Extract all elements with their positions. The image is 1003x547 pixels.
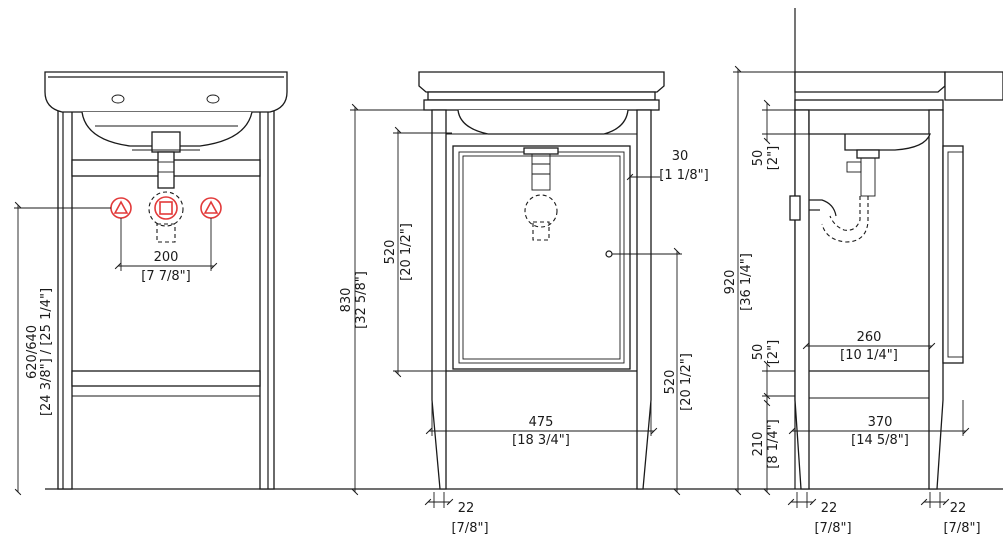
section-depth-mm: 260 [857,330,882,345]
front-supply-height: 620/640 [25,325,40,379]
side-knob-in: [20 1/2"] [679,353,694,411]
section-leg-left-in: [7/8"] [814,521,851,536]
side-view: 830 [32 5/8"] 520 [20 1/2"] 30 [1 1/8"] … [339,71,709,536]
front-view: 200 [7 7/8"] 620/640 [24 3/8"] / [25 1/4… [14,71,288,496]
side-width-mm: 475 [529,415,554,430]
section-view: 920 [36 1/4"] 50 [2"] 50 [2"] 210 [8 1/4… [723,8,1003,536]
front-supply-height-in: [24 3/8"] / [25 1/4"] [39,288,54,416]
section-top-gap-mm: 50 [751,150,766,167]
side-knob-mm: 520 [663,370,678,395]
front-spread-mm: 200 [154,250,179,265]
section-top-gap-in: [2"] [766,146,781,170]
section-overall-depth-in: [14 5/8"] [851,433,909,448]
section-height-in: [36 1/4"] [739,253,754,311]
section-bottom-mm: 210 [751,432,766,457]
section-depth-in: [10 1/4"] [840,348,898,363]
side-frame-in: [1 1/8"] [659,168,708,183]
side-leg-in: [7/8"] [451,521,488,536]
side-opening-in: [20 1/2"] [399,223,414,281]
side-width-in: [18 3/4"] [512,433,570,448]
section-height-mm: 920 [723,270,738,295]
section-leg-left-mm: 22 [821,501,838,516]
section-mid-gap-mm: 50 [751,344,766,361]
section-bottom-in: [8 1/4"] [766,419,781,468]
waste-outlet-icon [154,196,178,220]
section-overall-depth-mm: 370 [868,415,893,430]
side-height-mm: 830 [339,288,354,313]
front-spread-in: [7 7/8"] [141,269,190,284]
section-leg-right-in: [7/8"] [943,521,980,536]
side-frame-mm: 30 [672,149,689,164]
side-leg-mm: 22 [458,501,475,516]
side-opening-mm: 520 [383,240,398,265]
section-leg-right-mm: 22 [950,501,967,516]
section-mid-gap-in: [2"] [766,340,781,364]
side-height-in: [32 5/8"] [354,271,369,329]
